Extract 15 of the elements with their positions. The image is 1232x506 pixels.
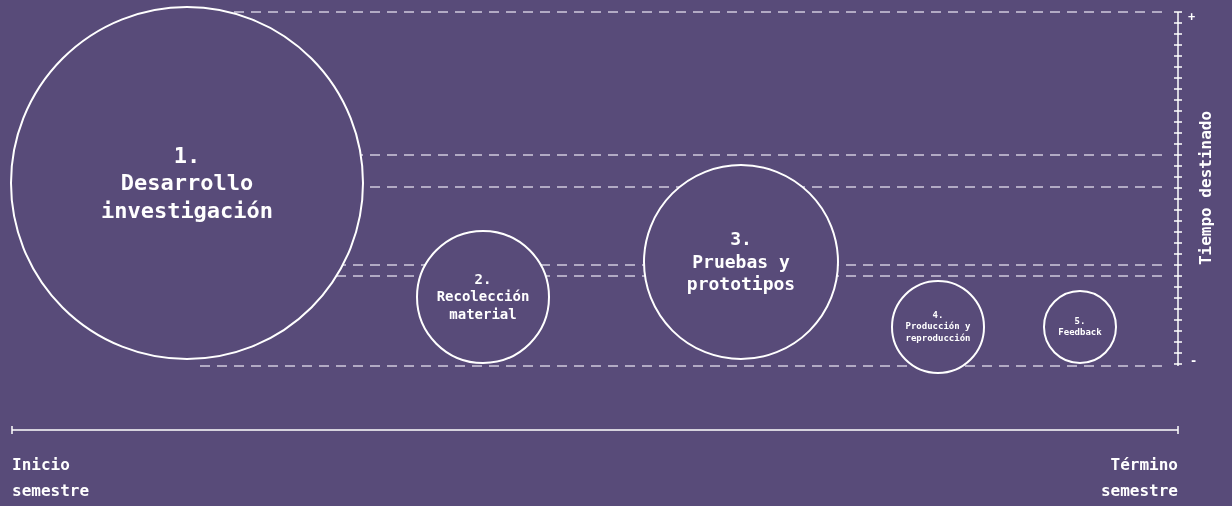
- phase-title: Feedback: [1058, 327, 1102, 339]
- phase-title: Recolección material: [435, 288, 531, 324]
- end-label: Término semestre: [1099, 454, 1178, 502]
- phase-number: 4.: [932, 310, 944, 321]
- phase-number: 1.: [173, 141, 201, 170]
- phase-number: 3.: [730, 228, 752, 251]
- start-label: Inicio semestre: [12, 454, 91, 502]
- axis-title: Tiempo destinado: [1196, 110, 1216, 266]
- phase-title: Pruebas y prototipos: [685, 250, 797, 296]
- phase-number: 2.: [474, 270, 492, 289]
- phase-title: Desarrollo investigación: [99, 169, 275, 225]
- axis-max-label: +: [1188, 9, 1196, 26]
- phase-number: 5.: [1074, 315, 1086, 327]
- axis-min-label: -: [1190, 353, 1198, 370]
- phase-title: Producción y reproducción: [904, 321, 972, 344]
